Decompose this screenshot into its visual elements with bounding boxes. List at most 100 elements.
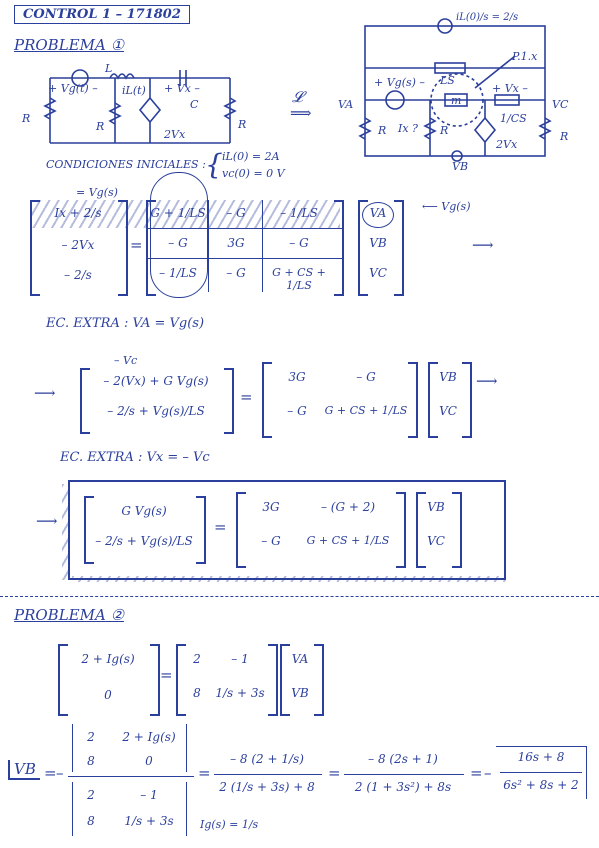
matrix1-hatched-row xyxy=(30,200,340,228)
matrix1-a-0-0: G + 1/LS xyxy=(150,206,206,220)
matrix1-lhs-2: – 2/s xyxy=(64,268,92,282)
matrix2-equals: = xyxy=(240,388,253,406)
circuit-right-label-r2: R xyxy=(440,124,449,137)
circuit-left-label-vx: + Vx – xyxy=(164,82,200,95)
matrix1-a-0-1: – G xyxy=(226,206,246,220)
section-divider xyxy=(0,596,599,597)
circuit-left-label-vg: + Vg(t) – xyxy=(48,82,98,95)
matrix2-rhs-right-bracket xyxy=(462,362,472,438)
initial-conditions-label: CONDICIONES INICIALES : xyxy=(46,158,206,171)
p2-vb-minus: – xyxy=(56,764,64,782)
matrix1-a-0-2: – 1/LS xyxy=(280,206,318,220)
p2-step1-den: 2 (1/s + 3s) + 8 xyxy=(219,780,315,794)
p2-num-det-1-0: 8 xyxy=(87,754,95,768)
matrix1-annotation-top: = Vg(s) xyxy=(76,186,118,199)
arrow-right-icon: ⟶ xyxy=(34,384,56,402)
matrix2-a-1-1: G + CS + 1/LS xyxy=(324,404,408,417)
p2-note: Ig(s) = 1/s xyxy=(200,818,259,831)
circuit-left-label-r1: R xyxy=(22,112,31,125)
circuit-right-label-ix: Ix ? xyxy=(398,122,418,135)
p2-rhs-left-bracket xyxy=(280,644,290,716)
circuit-right-label-ls: LS xyxy=(440,74,455,87)
p2-a-left-bracket xyxy=(176,644,186,716)
p2-vb-label: VB xyxy=(8,760,40,780)
p2-result-equals: = xyxy=(470,764,483,782)
circuit-right-label-va: VA xyxy=(338,98,354,111)
circuit-right-label-vg: + Vg(s) – xyxy=(374,76,425,89)
matrix3-box xyxy=(68,480,506,580)
matrix1-rhs-0: VA xyxy=(369,206,387,220)
matrix3-a-left-bracket xyxy=(236,492,246,568)
p2-step1-equals: = xyxy=(198,764,211,782)
matrix2-a-0-1: – G xyxy=(356,370,376,384)
matrix1-rhs-right-bracket xyxy=(394,200,404,296)
problem2-heading: PROBLEMA ② xyxy=(14,606,125,624)
matrix2-a-right-bracket xyxy=(408,362,418,438)
matrix1-rhs-left-bracket xyxy=(358,200,368,296)
p2-result-den: 6s² + 8s + 2 xyxy=(503,778,579,792)
circuit-right-node-m: m xyxy=(451,94,462,107)
circuit-left-label-il: iL(t) xyxy=(122,84,146,97)
matrix1-lhs-left-bracket xyxy=(30,200,40,296)
matrix3-equals: = xyxy=(214,518,227,536)
arrow-right-icon: ⟶ xyxy=(36,512,58,530)
circuit-right-label-r1: R xyxy=(378,124,387,137)
matrix3-rhs-0: VB xyxy=(427,500,445,514)
circuit-right-diagram xyxy=(358,18,552,162)
circuit-left-label-2vx: 2Vx xyxy=(164,128,186,141)
matrix2-rhs-0: VB xyxy=(439,370,457,384)
laplace-arrow-icon: ⟹ xyxy=(290,104,312,122)
p2-step2-den: 2 (1 + 3s²) + 8s xyxy=(354,780,452,794)
p2-den-det-1-0: 8 xyxy=(87,814,95,828)
p2-vb-equals: = xyxy=(44,764,57,782)
p2-num-det-0-1: 2 + Ig(s) xyxy=(122,730,176,744)
matrix2-rhs-1: VC xyxy=(439,404,457,418)
p2-result-box xyxy=(496,746,587,799)
matrix1-lhs-0: Ix + 2/s xyxy=(54,206,102,220)
matrix3-rhs-1: VC xyxy=(427,534,445,548)
initial-condition-vc: vc(0) = 0 V xyxy=(222,167,285,180)
p2-rhs-right-bracket xyxy=(314,644,324,716)
matrix1-rhs-2: VC xyxy=(369,266,387,280)
matrix1-annotation-right: ⟵ Vg(s) xyxy=(422,200,471,213)
matrix1-a-2-1: – G xyxy=(226,266,246,280)
p2-result-minus: – xyxy=(484,764,492,782)
p2-lhs-1: 0 xyxy=(104,688,112,702)
matrix1-a-1-2: – G xyxy=(289,236,309,250)
matrix2-a-left-bracket xyxy=(262,362,272,438)
p2-lhs-0: 2 + Ig(s) xyxy=(81,652,135,666)
circuit-left-label-r3: R xyxy=(238,118,247,131)
circuit-right-label-r3: R xyxy=(560,130,569,143)
matrix2-lhs-right-bracket xyxy=(224,368,234,434)
matrix3-lhs-0: G Vg(s) xyxy=(121,504,167,518)
matrix2-a-0-0: 3G xyxy=(288,370,306,384)
circuit-right-label-vc: VC xyxy=(552,98,569,111)
p2-step2-equals: = xyxy=(328,764,341,782)
matrix2-a-1-0: – G xyxy=(287,404,307,418)
p2-a-0-0: 2 xyxy=(193,652,201,666)
matrix3-rhs-right-bracket xyxy=(452,492,462,568)
p2-den-det-0-0: 2 xyxy=(87,788,95,802)
matrix3-lhs-1: – 2/s + Vg(s)/LS xyxy=(95,534,193,548)
p2-den-det-1-1: 1/s + 3s xyxy=(124,814,174,828)
p2-step2-num: – 8 (2s + 1) xyxy=(368,752,438,766)
circuit-left-label-r2: R xyxy=(96,120,105,133)
p2-den-det-0-1: – 1 xyxy=(140,788,158,802)
circuit-left-label-c: C xyxy=(190,98,199,111)
matrix3-box-shadow-left xyxy=(62,484,68,580)
matrix1-a-2-2: G + CS + 1/LS xyxy=(272,266,326,292)
p2-result-num: 16s + 8 xyxy=(517,750,565,764)
p2-num-det-0-0: 2 xyxy=(87,730,95,744)
circuit-left-label-L: L xyxy=(105,62,113,75)
arrow-right-icon: ⟶ xyxy=(472,236,494,254)
circuit-right-top-source: iL(0)/s = 2/s xyxy=(456,12,519,23)
circuit-left-diagram xyxy=(43,69,237,144)
p2-rhs-0: VA xyxy=(291,652,309,666)
circuit-right-label-vx: + Vx – xyxy=(492,82,528,95)
matrix1-a-right-bracket xyxy=(334,200,344,296)
matrix2-lhs-0: – 2(Vx) + G Vg(s) xyxy=(103,374,209,388)
matrix3-a-0-0: 3G xyxy=(262,500,280,514)
matrix1-lhs-1: – 2Vx xyxy=(61,238,95,252)
page-title: CONTROL 1 – 171802 xyxy=(14,5,190,24)
matrix1-a-left-bracket xyxy=(146,200,156,296)
